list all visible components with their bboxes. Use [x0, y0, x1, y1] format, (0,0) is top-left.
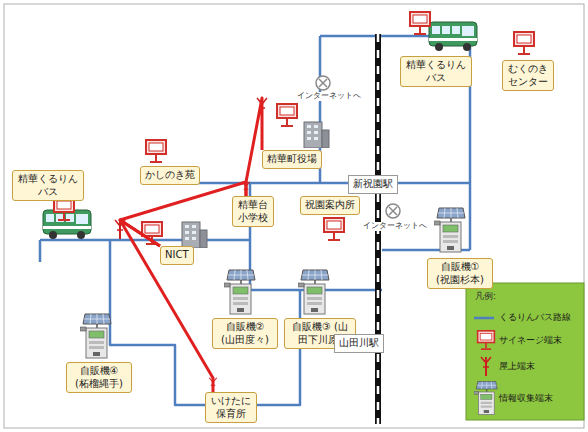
label-box: 自販機④ (柘榴縄手) — [66, 362, 132, 393]
label-box: 精華くるりんバス — [400, 56, 472, 87]
legend-terminal-sample — [474, 382, 497, 415]
node-text: 精華町役場 — [267, 153, 317, 166]
node-text: 山田川駅 — [339, 337, 379, 350]
label-box: かしのき苑 — [140, 166, 200, 185]
signage-terminal — [324, 218, 344, 240]
frame — [4, 4, 584, 428]
bus-icon — [429, 22, 477, 51]
note-label: インターネットへ — [296, 92, 362, 101]
internet-icon — [386, 204, 400, 218]
legend-rooftop-sample — [481, 357, 491, 376]
legend-text: サイネージ端末 — [499, 336, 562, 345]
label-box: NICT — [160, 246, 194, 265]
building-icon — [304, 122, 329, 148]
label-box: 祝園案内所 — [300, 196, 360, 215]
wireless-link — [246, 98, 262, 196]
node-text: いけたに保育所 — [210, 395, 252, 420]
info-terminal — [224, 270, 255, 314]
signage-terminal — [410, 12, 430, 34]
node-text: 精華台小学校 — [237, 199, 269, 224]
wireless-link — [120, 220, 213, 392]
station-box: 山田川駅 — [334, 334, 384, 353]
signage-terminal — [514, 32, 534, 54]
node-text: 祝園案内所 — [305, 199, 355, 212]
station-box: 新祝園駅 — [348, 175, 398, 194]
label-box: 精華台小学校 — [232, 196, 274, 227]
note-label: 凡例: — [474, 292, 497, 302]
legend-signage-sample — [478, 331, 495, 349]
node-text: 精華くるりんバス — [405, 59, 467, 84]
label-box: 自販機① (祝園杉本) — [427, 258, 493, 289]
internet-icon — [316, 76, 330, 90]
legend-text: 屋上端末 — [499, 362, 535, 371]
note-label: インターネットへ — [362, 222, 428, 231]
node-text: NICT — [165, 249, 189, 262]
node-text: 自販機④ (柘榴縄手) — [71, 365, 127, 390]
label-box: 自販機② (山田度々) — [212, 318, 278, 349]
node-text: 新祝園駅 — [353, 178, 393, 191]
label-box: いけたに保育所 — [205, 392, 257, 423]
signage-terminal — [277, 104, 297, 126]
signage-terminal — [146, 140, 166, 162]
node-text: かしのき苑 — [145, 169, 195, 182]
label-box: むくのきセンター — [502, 60, 554, 91]
legend-text: くるりんバス路線 — [499, 313, 571, 322]
info-terminal — [80, 314, 111, 358]
node-text: 自販機② (山田度々) — [217, 321, 273, 346]
label-box: 精華町役場 — [262, 150, 322, 169]
node-text: むくのきセンター — [507, 63, 549, 88]
info-terminal — [434, 208, 465, 252]
bus-route — [40, 36, 470, 405]
label-box: 精華くるりんバス — [12, 170, 84, 201]
signage-terminal — [54, 198, 74, 220]
info-terminal — [298, 270, 329, 314]
legend-route-sample — [474, 317, 494, 320]
building-icon — [182, 222, 207, 248]
legend-panel — [466, 283, 584, 420]
node-text: 精華くるりんバス — [17, 173, 79, 198]
node-text: 自販機① (祝園杉本) — [432, 261, 488, 286]
legend-text: 情報収集端末 — [499, 394, 553, 403]
bus-icon — [43, 210, 91, 239]
wireless-link — [120, 182, 246, 246]
